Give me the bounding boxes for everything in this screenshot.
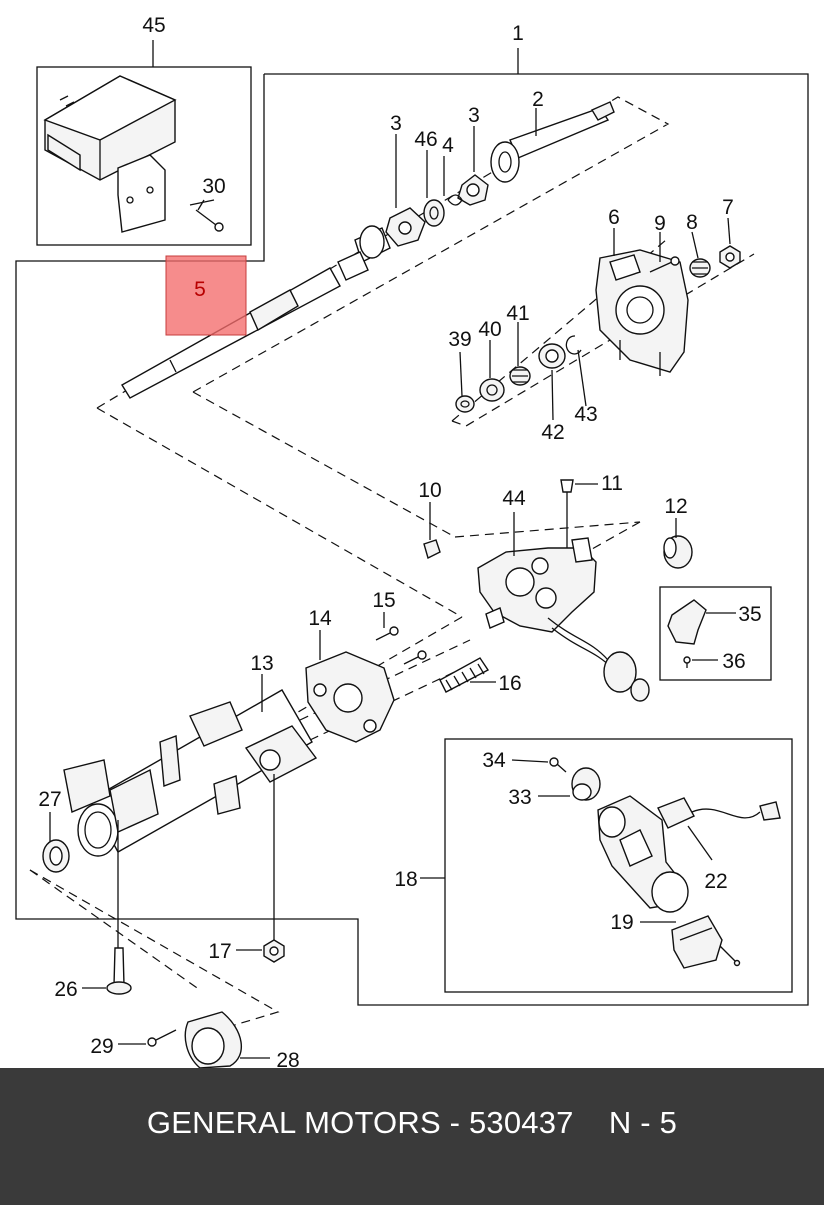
highlight-box-part-5 [165,255,247,336]
callout-10: 10 [418,479,441,502]
part-35-knob [667,599,707,645]
callout-2: 2 [532,88,544,111]
callout-26: 26 [54,978,77,1001]
part-40-bushing [479,378,505,402]
part-2-upper-shaft [490,101,615,183]
callout-41: 41 [506,302,529,325]
footer-bar [0,1068,824,1205]
part-34-screw [549,757,567,773]
part-9-screw [649,256,680,273]
callout-4: 4 [442,134,454,157]
callout-22: 22 [704,870,727,893]
callout-36: 36 [722,650,745,673]
part-29-screw [147,1029,177,1047]
part-46-bearing [423,199,445,227]
callout-28: 28 [276,1049,299,1068]
callout-44: 44 [502,487,526,510]
box-45-frame [36,66,252,246]
part-5-intermediate-shaft [121,225,391,399]
part-8-spring [689,258,711,278]
part-30-screw [189,199,224,232]
callout-27: 27 [38,788,61,811]
part-17-nut [263,939,285,963]
callout-5: 5 [194,278,206,301]
callout-7: 7 [722,196,734,219]
callout-13: 13 [250,652,273,675]
callout-35: 35 [738,603,761,626]
callout-43: 43 [574,403,597,426]
part-number-caption: GENERAL MOTORS - 530437 N - 5 [146,1105,678,1140]
callout-40: 40 [478,318,501,341]
part-6-housing [595,249,689,376]
callout-46: 46 [414,128,437,151]
callout-9: 9 [654,212,666,235]
part-36-screw [683,656,691,668]
part-27-ring [42,839,70,873]
part-3-yoke-upper [457,174,489,206]
callout-33: 33 [508,786,531,809]
callout-17: 17 [208,940,231,963]
callout-19: 19 [610,911,633,934]
part-14-bracket [305,651,395,743]
part-4-clip [447,194,463,206]
part-18-lock-cylinder [597,795,689,913]
callout-15: 15 [372,589,395,612]
part-7-nut [719,245,741,269]
part-44-lock-housing [477,537,650,702]
box-35-36-frame [659,586,772,681]
callout-11: 11 [601,472,623,495]
part-28-clamp [184,1011,243,1068]
part-26-bolt [106,947,132,995]
part-39-washer [455,395,475,413]
exploded-parts-diagram: 1 2 3 3 4 5 6 7 8 9 10 11 12 13 14 15 16… [15,14,809,1068]
part-13-column-tube [63,689,318,857]
part-22-switch [657,797,781,829]
leader-lines [49,108,736,1059]
callout-39: 39 [448,328,471,351]
callout-29: 29 [90,1035,113,1058]
part-12-cap [663,535,693,569]
callout-3a: 3 [390,112,402,135]
callout-34: 34 [482,749,506,772]
callout-18: 18 [394,868,417,891]
part-3-yoke-lower [385,207,426,247]
box-18-frame [444,738,793,993]
part-16-spring [439,657,490,693]
part-19-sensor [671,915,741,969]
part-42-bearing [538,343,566,369]
callout-1: 1 [512,22,524,45]
part-45-control-module [43,75,177,233]
part-41-spring [509,366,531,386]
callout-16: 16 [498,672,521,695]
callout-14: 14 [308,607,332,630]
callout-3b: 3 [468,104,480,127]
part-10-bushing [423,539,441,560]
callout-45: 45 [142,14,165,37]
part-33-bezel [571,767,601,801]
callout-labels: 1 2 3 3 4 5 6 7 8 9 10 11 12 13 14 15 16… [38,14,761,1068]
part-15-screws [375,626,427,665]
callout-42: 42 [541,421,564,444]
callout-12: 12 [664,495,687,518]
callout-8: 8 [686,211,698,234]
callout-6: 6 [608,206,620,229]
callout-30: 30 [202,175,225,198]
